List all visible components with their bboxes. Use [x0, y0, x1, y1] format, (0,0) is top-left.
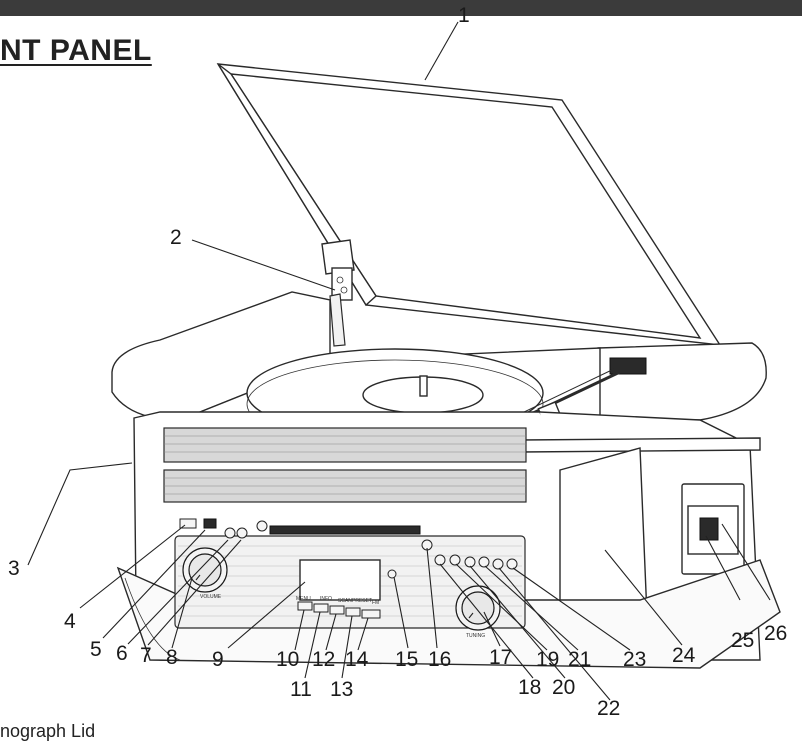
callout-19: 19	[536, 648, 559, 671]
callout-4: 4	[64, 610, 76, 633]
callout-26: 26	[764, 622, 787, 645]
callout-6: 6	[116, 642, 128, 665]
callout-22: 22	[597, 697, 620, 720]
callout-14: 14	[345, 648, 369, 671]
label-tuning: TUNING	[466, 633, 485, 639]
section-heading: NT PANEL	[0, 34, 152, 67]
volume-knob	[182, 547, 228, 593]
callout-24: 24	[672, 644, 696, 667]
callout-13: 13	[330, 678, 353, 701]
label-menu: MENU	[296, 596, 311, 602]
callout-18: 18	[518, 676, 541, 699]
callout-16: 16	[428, 648, 451, 671]
lid-hinge	[321, 239, 355, 347]
top-buttons	[179, 518, 518, 570]
callout-21: 21	[568, 648, 591, 671]
tuning-knob	[455, 585, 501, 631]
leader-lines	[27, 21, 771, 701]
label-band: FM	[372, 600, 379, 606]
callout-23: 23	[623, 648, 646, 671]
callout-15: 15	[395, 648, 418, 671]
callout-25: 25	[731, 629, 754, 652]
callout-11: 11	[290, 678, 312, 701]
label-info: INFO	[320, 596, 332, 602]
side-panel-ports	[681, 483, 745, 575]
label-volume: VOLUME	[200, 594, 222, 600]
callout-10: 10	[276, 648, 299, 671]
callout-9: 9	[212, 648, 224, 671]
top-bar	[0, 0, 802, 16]
callout-7: 7	[140, 644, 152, 667]
callout-1: 1	[458, 4, 470, 27]
callout-2: 2	[170, 226, 182, 249]
callout-numbers: 1 2 3 4 5 6 7 8 9 10 11 12 13 14 15 16 1…	[8, 4, 787, 720]
callout-17: 17	[489, 646, 512, 669]
callout-20: 20	[552, 676, 575, 699]
callout-8: 8	[166, 646, 178, 669]
label-scan: SCAN	[338, 598, 352, 604]
callout-3: 3	[8, 557, 20, 580]
callout-12: 12	[312, 648, 335, 671]
callout-5: 5	[90, 638, 102, 661]
figure-caption: nograph Lid	[0, 721, 96, 741]
label-preset: PRESET	[352, 598, 372, 604]
speaker-grille	[163, 427, 527, 503]
preset-buttons	[297, 601, 381, 619]
